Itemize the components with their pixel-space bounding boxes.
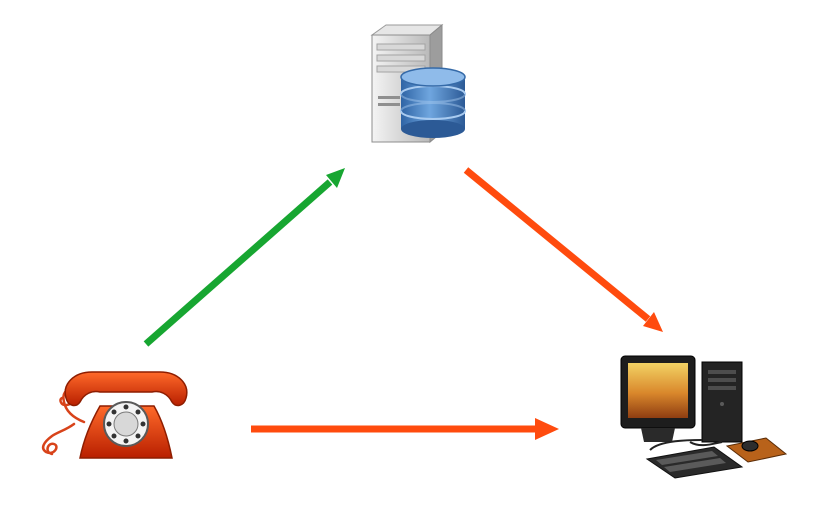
rotary-telephone-icon (41, 371, 188, 459)
arrow-server-to-computer (463, 167, 663, 332)
arrow-phone-to-computer (251, 418, 559, 440)
database-server-icon (370, 23, 466, 144)
desktop-computer-icon (620, 355, 788, 479)
arrow-phone-to-server (143, 168, 345, 347)
